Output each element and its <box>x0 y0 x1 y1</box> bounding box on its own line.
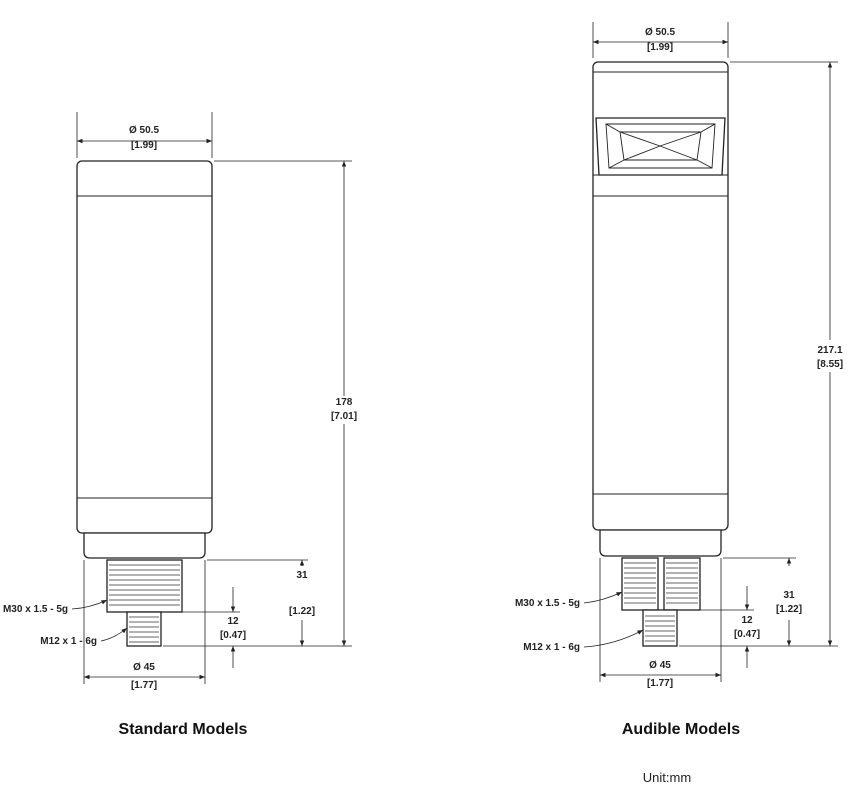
standard-m12-thread-label: M12 x 1 - 6g <box>40 636 97 647</box>
audible-base-height-inch: [1.22] <box>776 604 802 615</box>
audible-top-diameter-inch: [1.99] <box>647 42 673 53</box>
unit-note: Unit:mm <box>643 770 691 785</box>
standard-height-label: 178 <box>336 397 353 408</box>
audible-models-caption: Audible Models <box>622 721 740 738</box>
standard-connector-height-label: 12 <box>227 616 239 627</box>
standard-base-height-label: 31 <box>296 570 308 581</box>
audible-m30-thread-label: M30 x 1.5 - 5g <box>515 598 580 609</box>
audible-base-diameter-inch: [1.77] <box>647 678 673 689</box>
audible-height-label: 217.1 <box>817 345 842 356</box>
standard-m30-thread-label: M30 x 1.5 - 5g <box>3 604 68 615</box>
audible-m30-thread-left <box>621 557 659 611</box>
standard-models-caption: Standard Models <box>119 721 248 738</box>
standard-tower-body <box>76 160 213 534</box>
standard-top-diameter-label: Ø 50.5 <box>129 125 159 136</box>
audible-base-diameter-label: Ø 45 <box>649 660 671 671</box>
audible-m12-thread-label: M12 x 1 - 6g <box>523 642 580 653</box>
audible-top-diameter-label: Ø 50.5 <box>645 27 675 38</box>
standard-base-collar <box>83 532 206 559</box>
audible-base-collar <box>599 529 722 557</box>
standard-height-inch: [7.01] <box>331 411 357 422</box>
audible-connector-height-inch: [0.47] <box>734 629 760 640</box>
standard-m30-thread <box>106 559 183 613</box>
audible-base-height-label: 31 <box>783 590 795 601</box>
audible-height-inch: [8.55] <box>817 359 843 370</box>
audible-speaker-grille <box>595 117 726 176</box>
standard-m12-connector <box>126 611 162 647</box>
standard-base-diameter-inch: [1.77] <box>131 680 157 691</box>
standard-base-height-inch: [1.22] <box>289 606 315 617</box>
standard-thread-lines <box>109 564 180 606</box>
standard-model-drawing: Ø 50.5 [1.99] 178 [7.01] 31 [1.22] 12 [0… <box>3 112 357 738</box>
standard-top-diameter-inch: [1.99] <box>131 140 157 151</box>
audible-connector-height-label: 12 <box>741 615 753 626</box>
standard-connector-height-inch: [0.47] <box>220 630 246 641</box>
audible-m30-thread-right <box>663 557 701 611</box>
standard-base-diameter-label: Ø 45 <box>133 662 155 673</box>
audible-model-drawing: Ø 50.5 [1.99] 217.1 [8.55] 31 [1.22] 12 … <box>515 22 843 738</box>
